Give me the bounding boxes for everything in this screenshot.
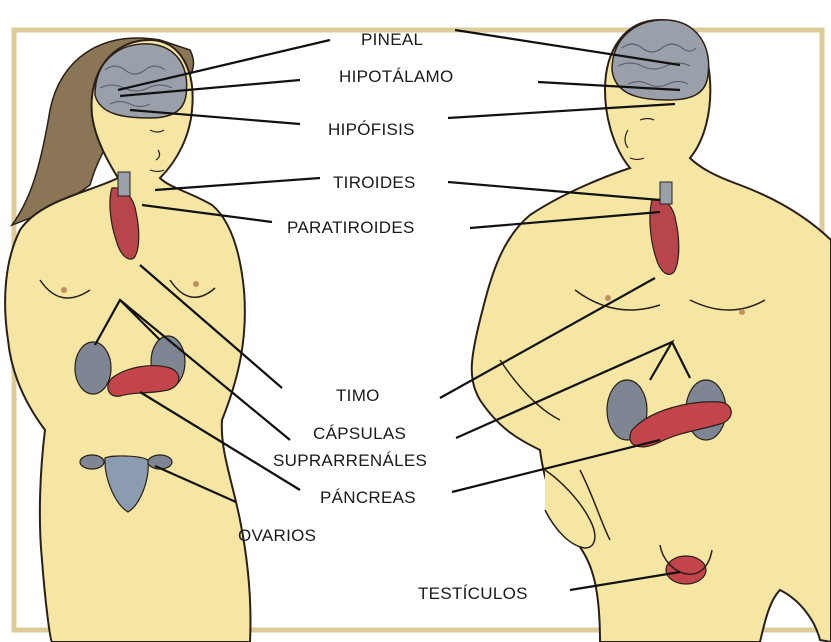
female-nipple-left <box>61 287 67 293</box>
label-suprarrenales: SUPRARRENÁLES <box>273 451 427 470</box>
label-testiculos: TESTÍCULOS <box>418 584 528 603</box>
female-trachea <box>118 172 130 196</box>
female-ovary-right <box>148 455 172 469</box>
male-nipple-right <box>739 309 745 315</box>
label-capsulas: CÁPSULAS <box>313 424 406 443</box>
leader-tiroides-left <box>155 178 320 190</box>
label-hipotalamo: HIPOTÁLAMO <box>339 67 453 86</box>
label-pineal: PINEAL <box>361 30 423 49</box>
label-timo: TIMO <box>336 386 380 405</box>
female-kidney-left <box>75 342 111 394</box>
female-body <box>5 40 250 642</box>
female-figure <box>5 38 250 642</box>
label-hipofisis: HIPÓFISIS <box>328 120 415 139</box>
label-paratiroides: PARATIROIDES <box>287 218 415 237</box>
male-testicles <box>666 556 706 584</box>
label-ovarios: OVARIOS <box>238 526 316 545</box>
label-tiroides: TIROIDES <box>333 173 416 192</box>
female-nipple-right <box>193 281 199 287</box>
male-nipple-left <box>605 295 611 301</box>
male-trachea <box>660 182 672 204</box>
label-pancreas: PÁNCREAS <box>320 488 416 507</box>
female-ovary-left <box>80 455 104 469</box>
